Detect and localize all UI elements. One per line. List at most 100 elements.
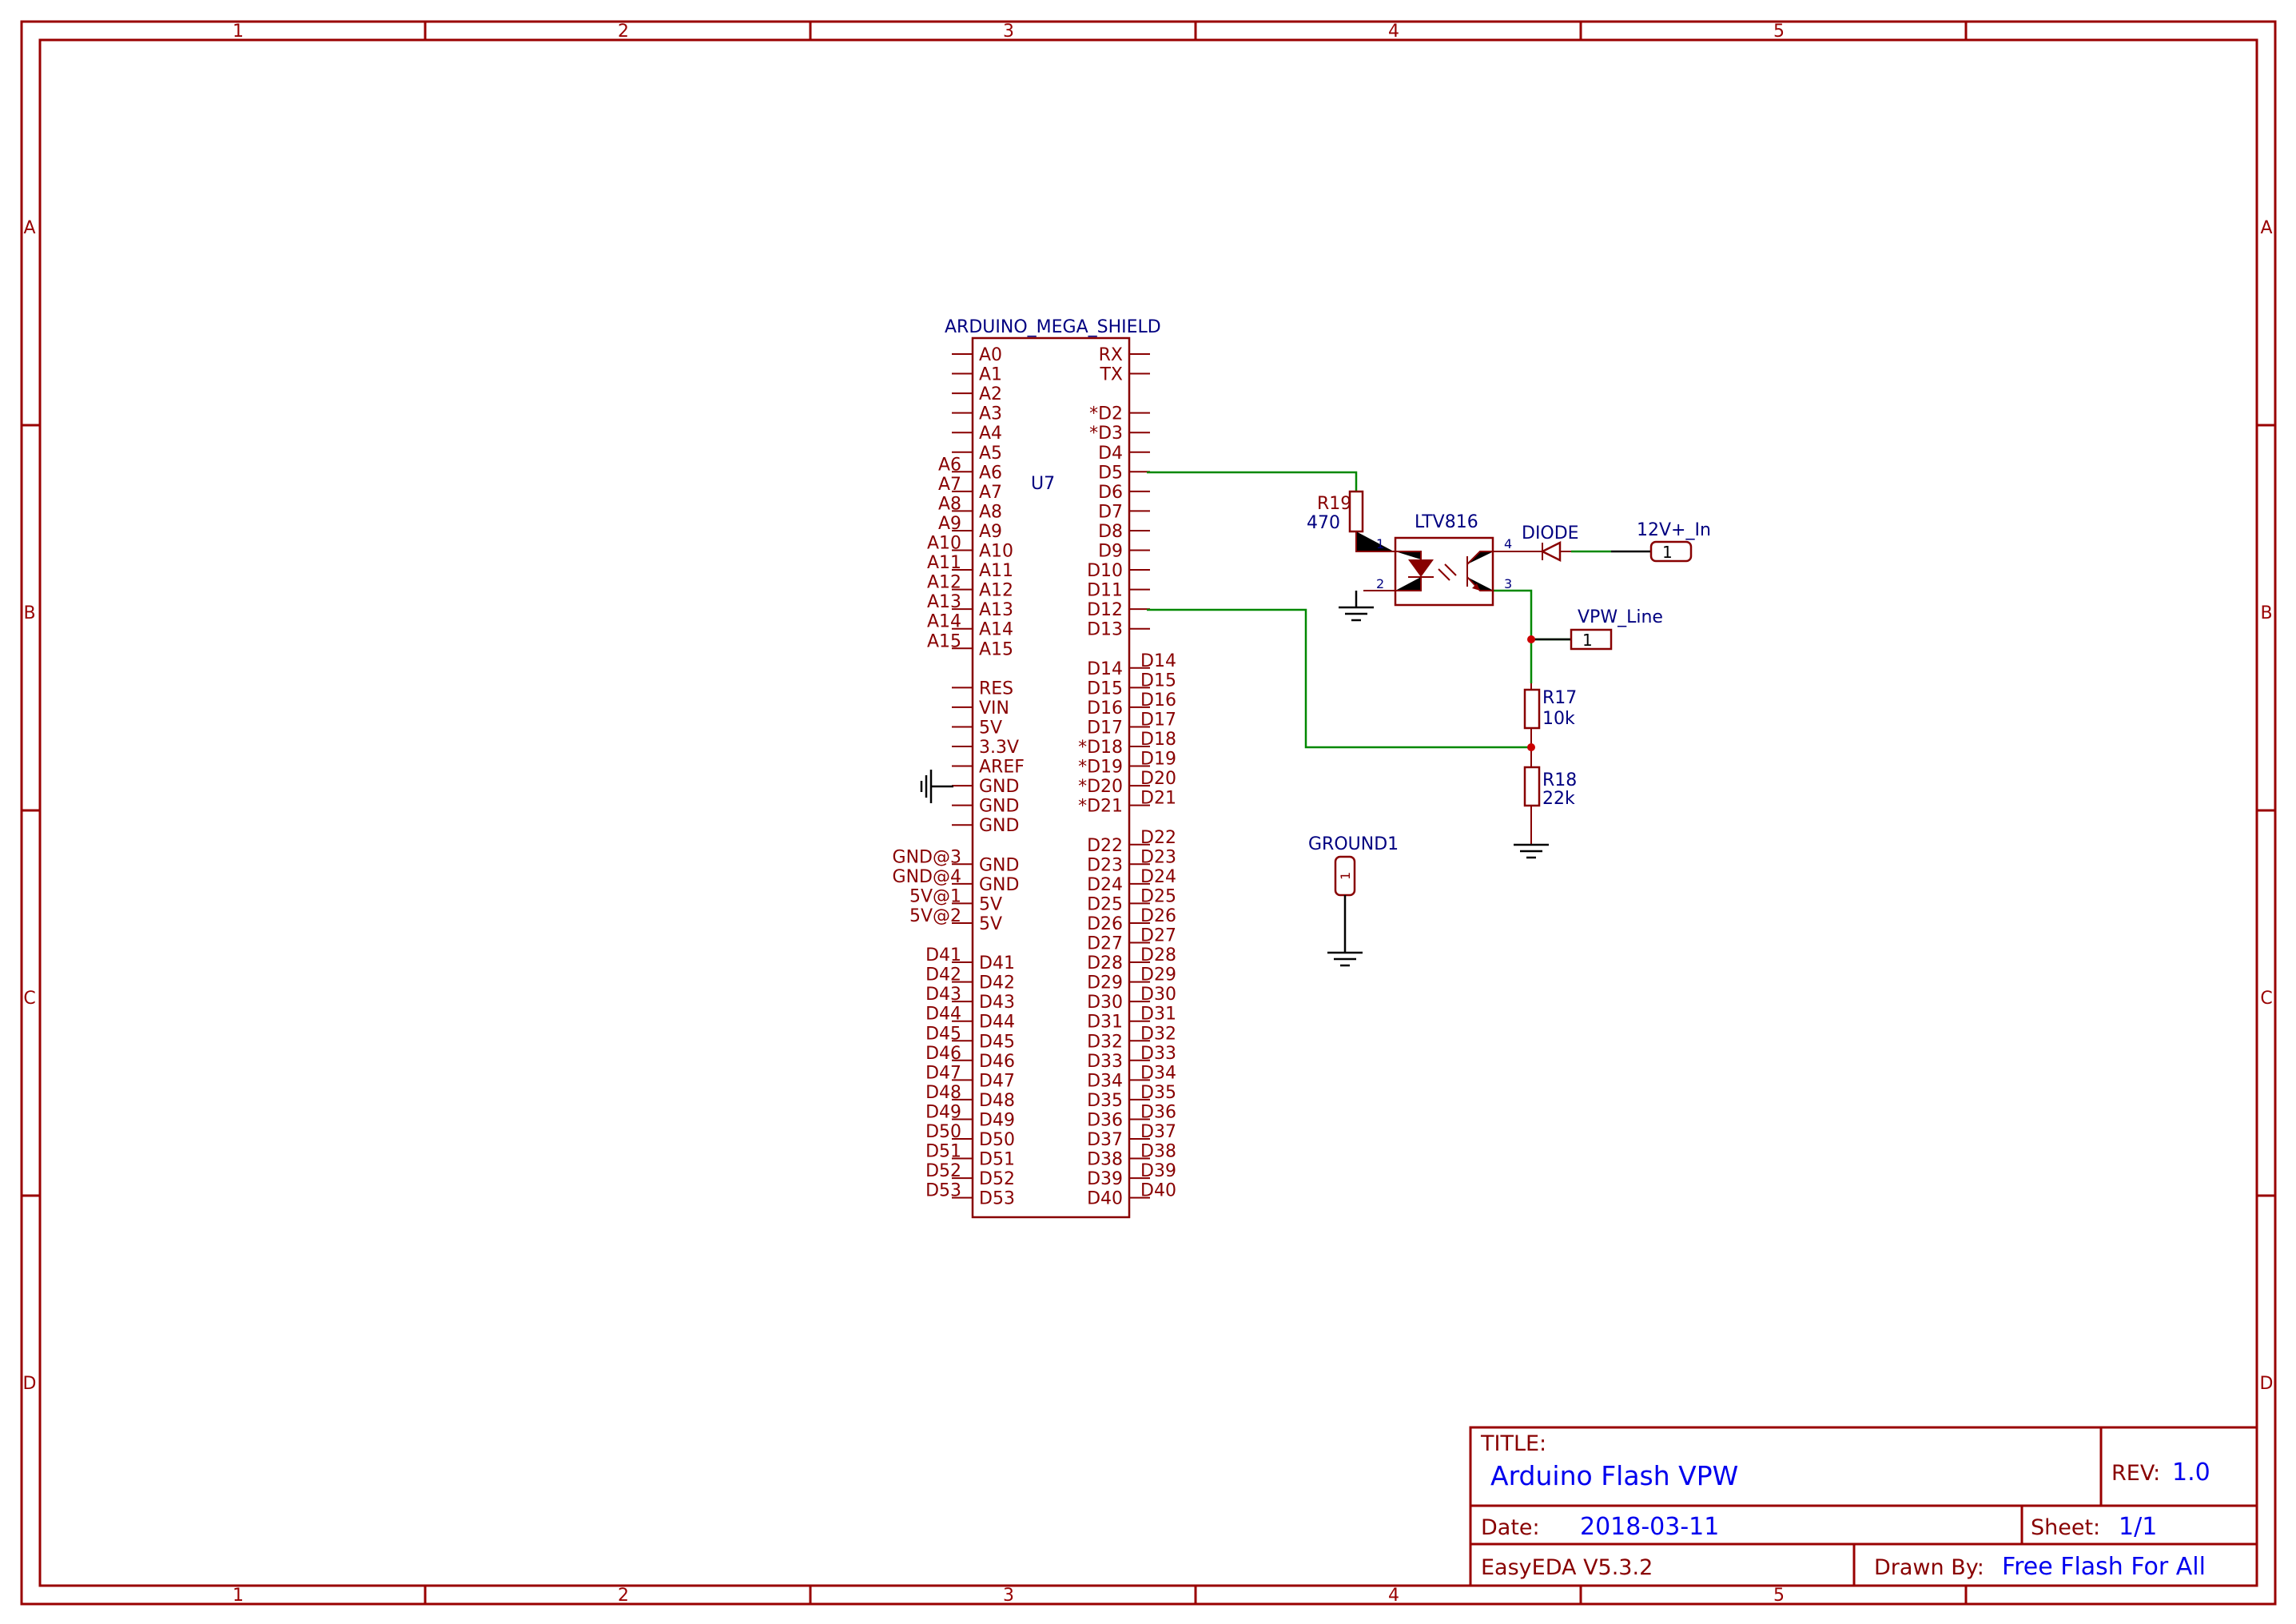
mcu-pin-number: A14 (927, 612, 961, 632)
mcu-left-pins: A0A1A2A3A4A5A6A6A7A7A8A8A9A9A10A10A11A11… (893, 345, 1025, 1209)
mcu-pin-number: A7 (938, 475, 961, 495)
mcu-pin-label: D38 (1087, 1150, 1123, 1170)
connector-vpw-line[interactable]: VPW_Line 1 (1531, 607, 1663, 651)
mcu-pin-label: D52 (979, 1169, 1015, 1189)
mcu-pin-label: A3 (979, 404, 1002, 424)
mcu-pin-label: A6 (979, 463, 1002, 483)
tool-label: EasyEDA V5.3.2 (1481, 1555, 1653, 1580)
mcu-pin-label: D31 (1087, 1013, 1123, 1033)
mcu-pin-label: *D3 (1089, 424, 1123, 444)
resistor-r19[interactable]: R19 470 (1307, 490, 1394, 552)
mcu-pin-number: A12 (927, 573, 961, 593)
mcu-pin-number: D33 (1140, 1044, 1176, 1064)
mcu-pin-label: A12 (979, 581, 1013, 601)
mcu-pin-label: D13 (1087, 620, 1123, 640)
frame-row-label: C (23, 989, 35, 1009)
mcu-pin-number: D24 (1140, 867, 1176, 887)
date-label: Date: (1481, 1515, 1540, 1540)
mcu-pin-number: D42 (925, 965, 961, 985)
mcu-pin-label: D32 (1087, 1032, 1123, 1052)
connector-12v-in[interactable]: 12V+_In 1 (1611, 520, 1711, 563)
mcu-pin-number: D43 (925, 985, 961, 1005)
mcu-pin-label: D28 (1087, 953, 1123, 973)
mcu-pin-label: D33 (1087, 1052, 1123, 1072)
mcu-pin-number: A6 (938, 455, 961, 475)
mcu-pin-label: D11 (1087, 581, 1123, 601)
mcu-pin-label: D50 (979, 1130, 1015, 1150)
mcu-pin-label: D5 (1098, 463, 1123, 483)
frame-col-label: 1 (233, 22, 244, 42)
mcu-pin-label: D16 (1087, 699, 1123, 718)
mcu-pin-number: D28 (1140, 945, 1176, 965)
frame-row-label: B (2260, 603, 2272, 623)
mcu-pin-label: D40 (1087, 1189, 1123, 1209)
frame-row-label: B (23, 603, 35, 623)
opto-pin3: 3 (1504, 576, 1512, 591)
mcu-pin-label: GND (979, 816, 1019, 836)
mcu-pin-number: D50 (925, 1122, 961, 1142)
conn-12v-pin: 1 (1662, 543, 1673, 562)
ground1-pin: 1 (1338, 872, 1353, 880)
mcu-pin-label: A0 (979, 345, 1002, 365)
mcu-pin-label: D24 (1087, 875, 1123, 895)
mcu-pin-label: D39 (1087, 1169, 1123, 1189)
opto-pin1: 1 (1376, 536, 1384, 551)
mcu-pin-label: 5V (979, 914, 1002, 934)
mcu-pin-label: *D2 (1089, 404, 1123, 424)
diode[interactable]: DIODE (1514, 523, 1579, 563)
mcu-pin-label: D29 (1087, 973, 1123, 993)
rev-label: REV: (2111, 1461, 2160, 1486)
mcu-pin-number: D29 (1140, 965, 1176, 985)
r17-ref: R17 (1542, 688, 1577, 708)
mcu-pin-number: GND@4 (893, 867, 961, 887)
mcu-pin-label: AREF (979, 758, 1025, 778)
mcu-pin-number: D25 (1140, 886, 1176, 906)
mcu-pin-label: A14 (979, 620, 1013, 640)
resistor-r17[interactable]: R17 10k (1523, 683, 1577, 767)
rev-value: 1.0 (2172, 1459, 2210, 1487)
mcu-pin-label: D25 (1087, 894, 1123, 914)
mcu-pin-label: D22 (1087, 836, 1123, 856)
mcu-pin-label: A8 (979, 502, 1002, 522)
frame-col-label: 1 (233, 1586, 244, 1606)
mcu-pin-label: RX (1099, 345, 1123, 365)
ground1-ref: GROUND1 (1308, 834, 1399, 854)
mcu-pin-number: D37 (1140, 1122, 1176, 1142)
mcu-pin-label: *D19 (1078, 758, 1123, 778)
mcu-pin-number: D16 (1140, 691, 1176, 710)
conn-vpw-ref: VPW_Line (1578, 607, 1663, 627)
sheet-frame: 1 2 3 4 5 1 2 3 4 5 A B C D A B C D (20, 20, 2277, 1606)
mcu-pin-number: D23 (1140, 847, 1176, 867)
ground-symbol-opto (1339, 591, 1374, 622)
frame-col-label: 3 (1003, 22, 1014, 42)
mcu-pin-number: D15 (1140, 671, 1176, 691)
mcu-pin-label: D34 (1087, 1071, 1123, 1091)
optocoupler-ltv816[interactable]: LTV816 1 2 3 4 (1363, 512, 1514, 607)
mcu-designator: U7 (1031, 474, 1055, 494)
mcu-pin-label: A1 (979, 365, 1002, 385)
mcu-pin-label: D43 (979, 993, 1015, 1013)
mcu-pin-number: D14 (1140, 651, 1176, 671)
mcu-pin-label: D26 (1087, 914, 1123, 934)
mcu-pin-number: D26 (1140, 906, 1176, 926)
mcu-pin-number: D30 (1140, 985, 1176, 1005)
mcu-pin-label: *D21 (1078, 797, 1123, 817)
arduino-mega-shield[interactable]: ARDUINO_MEGA_SHIELD U7 A0A1A2A3A4A5A6A6A… (893, 317, 1176, 1219)
r19-ref: R19 (1317, 494, 1351, 514)
mcu-pin-number: D53 (925, 1181, 961, 1201)
mcu-pin-number: D19 (1140, 750, 1176, 770)
mcu-pin-label: A5 (979, 444, 1002, 464)
mcu-part-name: ARDUINO_MEGA_SHIELD (945, 317, 1161, 337)
mcu-pin-number: D52 (925, 1161, 961, 1181)
mcu-pin-number: D34 (1140, 1063, 1176, 1083)
mcu-pin-label: A2 (979, 384, 1002, 404)
wire-opto3-vpw (1494, 589, 1571, 641)
mcu-pin-label: D17 (1087, 718, 1123, 738)
mcu-pin-label: TX (1099, 365, 1123, 385)
junction-dot (1527, 743, 1535, 751)
resistor-r18[interactable]: R18 22k (1523, 766, 1577, 845)
net-wires (1147, 471, 1611, 749)
ground1-connector[interactable]: GROUND1 1 (1308, 834, 1399, 967)
title-value: Arduino Flash VPW (1490, 1460, 1738, 1491)
